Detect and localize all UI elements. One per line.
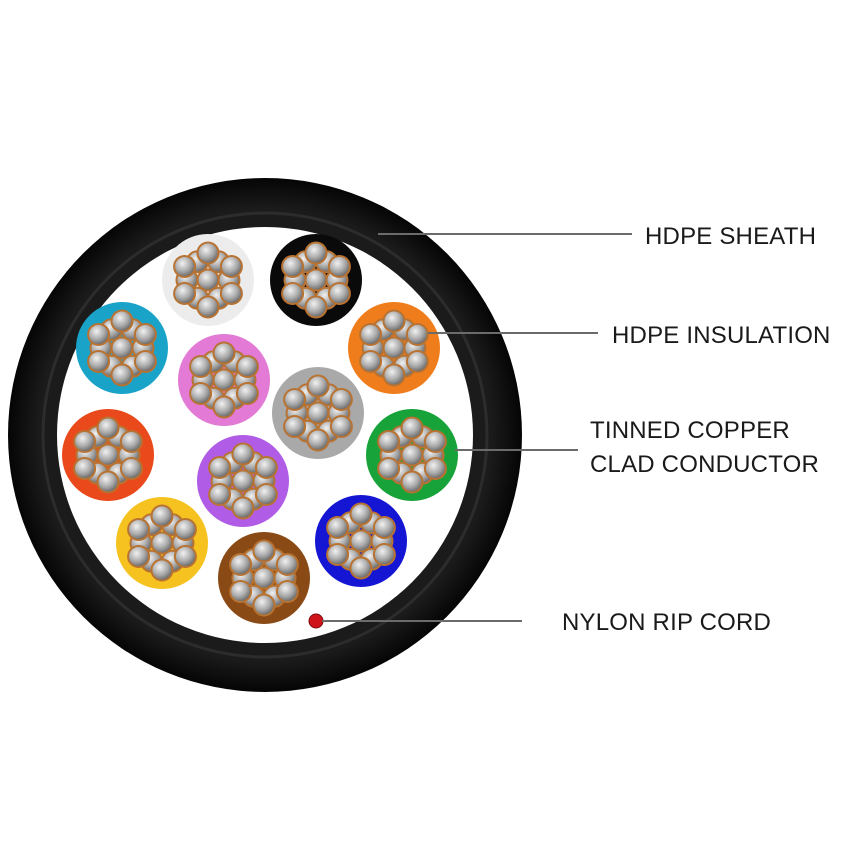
strand (212, 341, 236, 365)
strand (87, 350, 111, 373)
strand (327, 255, 351, 278)
strand (281, 255, 305, 278)
strand (423, 457, 447, 480)
strand (349, 502, 373, 526)
strand (377, 430, 401, 453)
strand (359, 350, 383, 373)
strand (235, 382, 259, 405)
label-hdpe-insulation: HDPE INSULATION (612, 322, 831, 349)
conductor-blue (76, 302, 168, 394)
strand (110, 363, 134, 387)
strand (254, 456, 278, 479)
strand (96, 470, 120, 494)
strand (96, 416, 120, 440)
strand (127, 518, 151, 541)
conductor-orange (348, 302, 440, 394)
strand (73, 457, 97, 480)
strand (329, 415, 353, 438)
strand (173, 545, 197, 568)
conductor-green (366, 409, 458, 501)
strand (372, 543, 396, 566)
strand (133, 350, 157, 373)
conductor-white (162, 234, 254, 326)
strand (283, 388, 307, 411)
label-hdpe-sheath: HDPE SHEATH (645, 223, 816, 250)
strand (326, 543, 350, 566)
strand (208, 483, 232, 506)
strand (252, 593, 276, 617)
strand (349, 556, 373, 580)
strand (219, 282, 243, 305)
strand (73, 430, 97, 453)
conductor-red (62, 409, 154, 501)
strand (359, 323, 383, 346)
strand (87, 323, 111, 346)
strand (275, 553, 299, 576)
strand (173, 255, 197, 278)
strand (231, 496, 255, 520)
strand (229, 553, 253, 576)
strand (150, 558, 174, 582)
conductor-pink (178, 334, 270, 426)
strand (189, 382, 213, 405)
conductor-blue-dark (315, 495, 407, 587)
strand (212, 395, 236, 419)
conductor-violet (197, 435, 289, 527)
strand (196, 241, 220, 265)
strand (400, 470, 424, 494)
strand (150, 504, 174, 528)
strand (405, 323, 429, 346)
conductor-black (270, 234, 362, 326)
strand (119, 457, 143, 480)
strand (405, 350, 429, 373)
strand (304, 295, 328, 319)
strand (119, 430, 143, 453)
strand (382, 363, 406, 387)
strand (219, 255, 243, 278)
strand (306, 374, 330, 398)
strand (229, 580, 253, 603)
strand (110, 309, 134, 333)
strand (306, 428, 330, 452)
strand (231, 442, 255, 466)
strand (327, 282, 351, 305)
strand (196, 295, 220, 319)
strand (235, 355, 259, 378)
strand (326, 516, 350, 539)
strand (382, 309, 406, 333)
strand (208, 456, 232, 479)
strand (423, 430, 447, 453)
strand (400, 416, 424, 440)
strand (173, 282, 197, 305)
conductor-brown (218, 532, 310, 624)
label-conductor-line1: TINNED COPPER (590, 417, 790, 444)
nylon-rip-cord (308, 613, 324, 629)
strand (304, 241, 328, 265)
strand (252, 539, 276, 563)
strand (173, 518, 197, 541)
conductor-yellow (116, 497, 208, 589)
sheath-inner-ring (41, 211, 489, 659)
strand (283, 415, 307, 438)
label-nylon-rip-cord: NYLON RIP CORD (562, 609, 771, 636)
strand (133, 323, 157, 346)
label-conductor-line2: CLAD CONDUCTOR (590, 451, 819, 478)
strand (127, 545, 151, 568)
strand (329, 388, 353, 411)
conductor-grey (272, 367, 364, 459)
strand (281, 282, 305, 305)
strand (377, 457, 401, 480)
strand (189, 355, 213, 378)
strand (372, 516, 396, 539)
strand (254, 483, 278, 506)
strand (275, 580, 299, 603)
conductor-group (62, 234, 458, 624)
